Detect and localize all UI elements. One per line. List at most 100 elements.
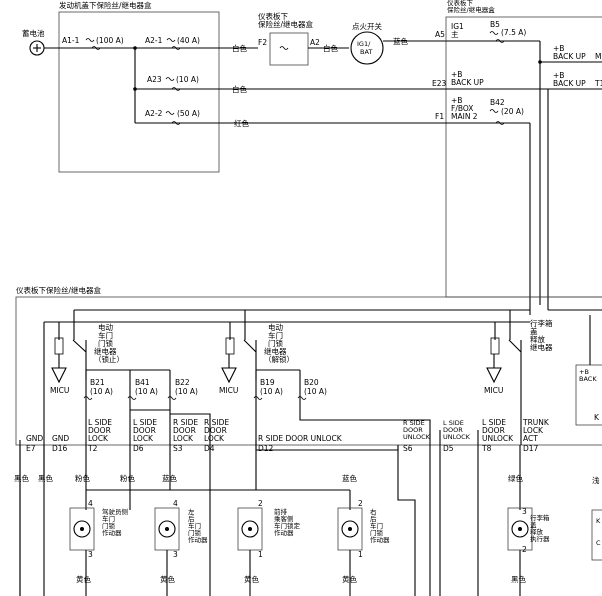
svg-text:3: 3: [522, 507, 527, 516]
svg-text:电动车门门锁继电器（锁止）: 电动车门门锁继电器（锁止）: [94, 322, 124, 364]
svg-text:2: 2: [258, 499, 263, 508]
svg-text:(20 A): (20 A): [501, 107, 524, 116]
wire-color-yellow2: 黄色: [160, 574, 175, 584]
dash-fuse-box-right-label: 仪表板下保险丝/继电器盒: [447, 0, 495, 14]
wire-color-green: 绿色: [508, 473, 523, 483]
svg-text:D6: D6: [133, 444, 144, 453]
svg-text:(10 A): (10 A): [304, 387, 327, 396]
wire-color-black3: 黑色: [511, 574, 526, 584]
ignition-switch-icon: [350, 31, 384, 65]
micu-triangle-2: [221, 367, 237, 384]
wire-color-pink2: 粉色: [120, 473, 135, 483]
svg-text:K: K: [594, 413, 600, 422]
svg-text:MICU: MICU: [484, 386, 503, 395]
svg-text:B19: B19: [260, 378, 275, 387]
svg-text:D16: D16: [52, 444, 68, 453]
svg-text:A1-1: A1-1: [62, 36, 80, 45]
actuator-right-rear: 21 右后车门门锁作动器: [337, 499, 390, 559]
conn-e23: E23: [432, 79, 447, 88]
fuse-a2-1: A2-1 (40 A): [145, 36, 200, 50]
svg-text:前排乘客侧车门锁定作动器: 前排乘客侧车门锁定作动器: [274, 507, 301, 537]
svg-text:B5: B5: [490, 20, 500, 29]
svg-text:A2-1: A2-1: [145, 36, 163, 45]
conn-f1: F1: [435, 112, 444, 121]
svg-text:右后车门门锁作动器: 右后车门门锁作动器: [370, 507, 390, 544]
wire-color-blue2: 蓝色: [162, 473, 177, 483]
fuse-b21: B21(10 A): [83, 378, 113, 400]
conn-f2: F2: [258, 38, 267, 47]
micu-triangle-1: [51, 367, 67, 384]
dash-fuse-box-top: [269, 32, 309, 66]
micu-triangle-3: [486, 367, 502, 384]
svg-text:B42: B42: [490, 98, 505, 107]
svg-text:A23: A23: [147, 75, 162, 84]
svg-text:D4: D4: [204, 444, 215, 453]
svg-text:(10 A): (10 A): [135, 387, 158, 396]
relay-trunk: 行李箱盖释放继电器: [490, 318, 553, 445]
svg-text:(10 A): (10 A): [260, 387, 283, 396]
svg-text:行李箱盖释放执行器: 行李箱盖释放执行器: [530, 513, 550, 543]
svg-text:(10 A): (10 A): [175, 387, 198, 396]
svg-text:R SIDE DOOR UNLOCK: R SIDE DOOR UNLOCK: [258, 434, 343, 443]
wire-color-black2: 黑色: [38, 473, 53, 483]
wire-color-black1: 黑色: [14, 473, 29, 483]
actuator-front-passenger: 21 前排乘客侧车门锁定作动器: [237, 499, 301, 559]
battery-label: 蓄电池: [22, 28, 45, 38]
engine-fuse-box-label: 发动机盖下保险丝/继电器盒: [59, 0, 152, 10]
svg-text:GND: GND: [52, 434, 69, 443]
wire-color-red: 红色: [234, 118, 249, 128]
svg-text:E7: E7: [26, 444, 36, 453]
wire-color-white1: 白色: [232, 43, 247, 53]
actuator-trunk: 32 行李箱盖释放执行器: [507, 507, 550, 554]
svg-text:MICU: MICU: [219, 386, 238, 395]
svg-text:4: 4: [173, 499, 178, 508]
svg-text:S3: S3: [173, 444, 183, 453]
svg-text:MICU: MICU: [50, 386, 69, 395]
ignition-switch-label: 点火开关: [352, 21, 382, 31]
engine-fuse-box: [58, 11, 220, 173]
svg-text:S6: S6: [403, 444, 413, 453]
wire-color-yellow1: 黄色: [76, 574, 91, 584]
conn-a5: A5: [435, 30, 445, 39]
svg-text:D17: D17: [523, 444, 539, 453]
relay-unlock: 电动车门门锁继电器（解锁）: [225, 322, 294, 380]
svg-text:浅: 浅: [592, 475, 600, 485]
svg-text:电动车门门锁继电器（解锁）: 电动车门门锁继电器（解锁）: [264, 322, 294, 364]
svg-text:A2-2: A2-2: [145, 109, 163, 118]
svg-text:左后车门门锁作动器: 左后车门门锁作动器: [188, 507, 208, 544]
svg-text:C: C: [596, 539, 601, 547]
svg-text:(10 A): (10 A): [176, 75, 199, 84]
svg-text:D5: D5: [443, 444, 454, 453]
svg-text:3: 3: [88, 550, 93, 559]
fuse-a2-2: A2-2 (50 A): [145, 109, 200, 125]
svg-text:T2: T2: [87, 444, 98, 453]
svg-text:B20: B20: [304, 378, 319, 387]
svg-text:(100 A): (100 A): [96, 36, 124, 45]
svg-text:(40 A): (40 A): [177, 36, 200, 45]
fuse-a1-1: A1-1 (100 A): [62, 36, 124, 50]
fuse-a23: A23 (10 A): [147, 75, 199, 91]
svg-text:(50 A): (50 A): [177, 109, 200, 118]
relay-lock: 电动车门门锁继电器（锁止）: [54, 322, 124, 380]
actuator-left-rear: 43 左后车门门锁作动器: [154, 499, 208, 559]
svg-text:GND: GND: [26, 434, 43, 443]
conn-a2: A2: [310, 38, 320, 47]
actuator-driver: 43 驾驶员侧车门门锁作动器: [69, 499, 128, 559]
